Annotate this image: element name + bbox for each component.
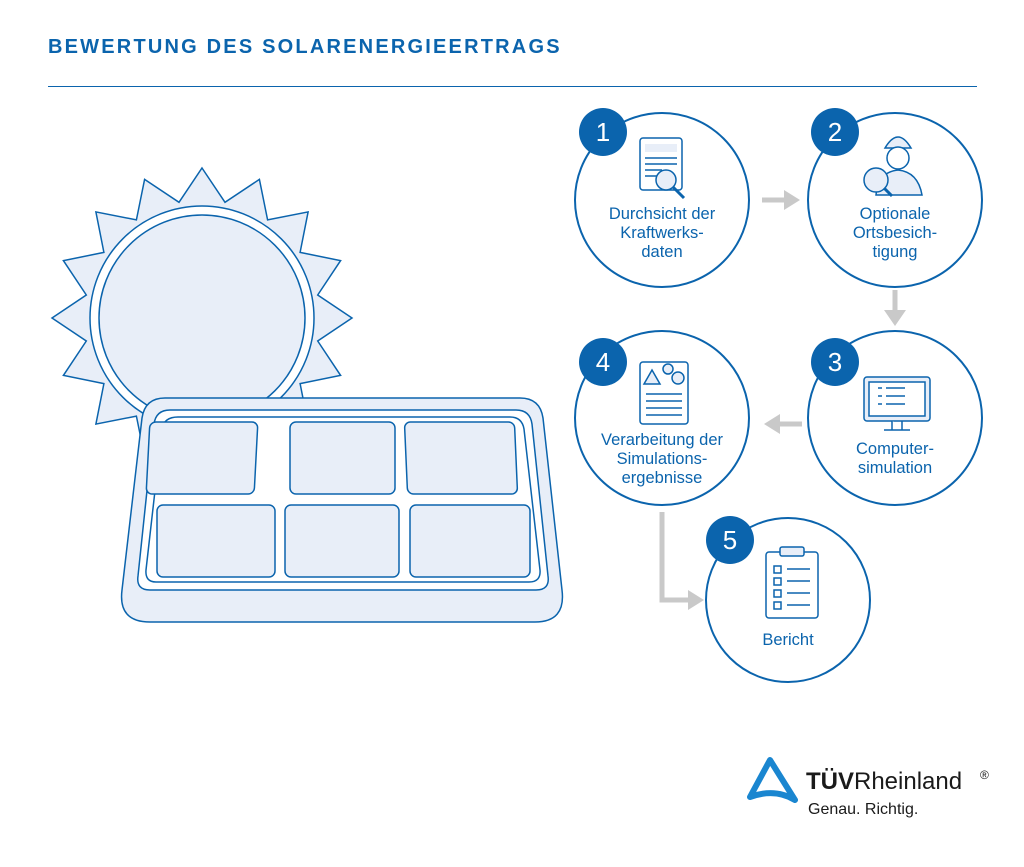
step-4-label: Verarbeitung der Simulations- ergebnisse: [574, 431, 750, 488]
label-line: tigung: [872, 243, 918, 261]
label-line: Optionale: [859, 205, 931, 223]
logo-tagline: Genau. Richtig.: [808, 801, 919, 818]
arrow-right-icon: [688, 590, 704, 610]
title-divider: [48, 86, 977, 87]
label-line: ergebnisse: [621, 469, 703, 487]
step-4-badge: 4: [579, 338, 627, 386]
label-line: daten: [641, 243, 683, 261]
label-line: Kraftwerks-: [620, 224, 704, 242]
inspector-icon: [863, 136, 923, 198]
page-title: BEWERTUNG DES SOLARENERGIEERTRAGS: [48, 36, 562, 58]
step-3-badge: 3: [811, 338, 859, 386]
document-magnifier-icon: [639, 137, 686, 200]
monitor-icon: [863, 376, 931, 431]
label-line: Durchsicht der: [608, 205, 716, 223]
sun-illustration: [50, 166, 354, 470]
arrow-right-icon: [784, 190, 800, 210]
step-3-label: Computer- simulation: [807, 440, 983, 478]
arrow-left-icon: [764, 414, 780, 434]
label-line: Simulations-: [616, 450, 708, 468]
step-5-label: Bericht: [700, 631, 876, 650]
flow-arrows: [659, 197, 898, 603]
label-line: Verarbeitung der: [600, 431, 723, 449]
label-line: Computer-: [856, 440, 934, 458]
arrow-down-icon: [884, 310, 906, 326]
label-line: simulation: [857, 459, 933, 477]
step-1-badge: 1: [579, 108, 627, 156]
step-1-circle: [574, 112, 750, 288]
step-2-circle: [807, 112, 983, 288]
registered-mark: ®: [980, 768, 989, 782]
label-line: Ortsbesich-: [852, 224, 938, 242]
clipboard-checklist-icon: [765, 546, 819, 619]
step-2-label: Optionale Ortsbesich- tigung: [807, 205, 983, 262]
step-1-label: Durchsicht der Kraftwerks- daten: [574, 205, 750, 262]
tuv-logo-wordmark: TÜVRheinland: [806, 768, 962, 796]
step-2-badge: 2: [811, 108, 859, 156]
step-5-badge: 5: [706, 516, 754, 564]
document-gears-icon: [639, 361, 689, 425]
tuv-logo-mark: [747, 757, 798, 803]
logo-brand-bold: TÜV: [806, 768, 854, 795]
label-line: Bericht: [762, 631, 814, 649]
logo-brand-regular: Rheinland: [854, 768, 963, 795]
solar-panel-illustration: [120, 397, 564, 623]
